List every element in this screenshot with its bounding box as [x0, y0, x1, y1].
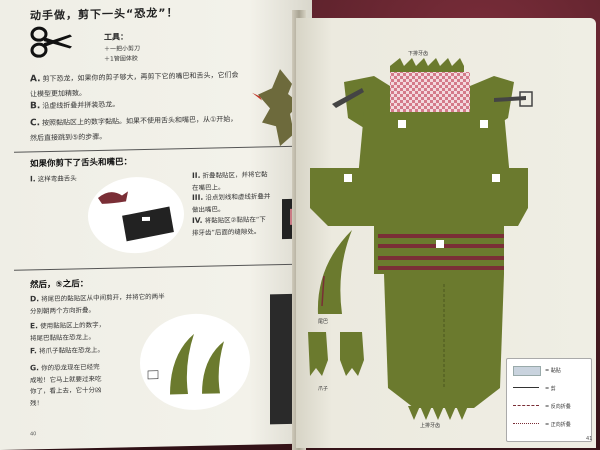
label-lower-teeth: 下排牙齿 [408, 51, 429, 57]
label-claws: 爪子 [318, 386, 329, 392]
step-d: D. 将尾巴的黏贴区从中间剪开，并将它的两半 分别朝两个方向折叠。 [30, 292, 165, 316]
step-e: E. 使用黏贴区上的数字， 将尾巴黏贴在恐龙上。 [30, 320, 106, 343]
valley-fold-swatch [513, 405, 539, 406]
tail-illustration [147, 333, 224, 395]
dinosaur-sketch [252, 69, 300, 147]
tool-item: ＋一把小剪刀 [104, 45, 141, 53]
tools-heading: 工具： [104, 32, 128, 42]
illustration-circle [88, 176, 184, 255]
mountain-fold-swatch [513, 423, 539, 424]
step-f: F. 将爪子黏贴在恐龙上。 [30, 345, 104, 356]
glue-swatch [513, 366, 541, 376]
fold-legend: = 黏贴 = 剪 = 反向折叠 = 正向折叠 [506, 358, 592, 442]
step-c: C.按照黏贴区上的数字黏贴。如果不使用舌头和嘴巴，从①开始， 然后直接跳到⑤的步… [30, 115, 238, 143]
left-page: 动手做，剪下一头“恐龙”！ 工具： ＋一把小剪刀 ＋1管固体胶 A.剪下恐龙，如… [0, 0, 312, 450]
step-i: I. 这样弯曲舌头 [30, 174, 77, 184]
tongue-illustration [98, 191, 174, 242]
right-page: 下排牙齿 [296, 18, 596, 448]
legend-row: = 黏贴 [513, 365, 589, 377]
step-iv: IV. 将黏贴区②黏贴在“下 排牙齿”后面的缝隙处。 [192, 215, 266, 237]
section-heading: 如果你剪下了舌头和嘴巴： [30, 157, 133, 170]
scissors-icon [30, 26, 72, 58]
section-heading: 然后，⑤之后： [30, 279, 89, 291]
illustration-circle [140, 312, 250, 412]
legend-row: = 剪 [513, 383, 589, 395]
legend-row: = 正向折叠 [513, 419, 589, 431]
legend-row: = 反向折叠 [513, 401, 589, 413]
step-g: G. 你的恐龙现在已经完 成啦！它马上就要过来吃 你了，看上去，它十分凶 残！ [30, 362, 102, 408]
page-title: 动手做，剪下一头“恐龙”！ [30, 6, 179, 23]
claws-cutout [308, 332, 364, 376]
tool-item: ＋1管固体胶 [104, 55, 138, 63]
cut-line-swatch [513, 387, 539, 388]
divider [14, 263, 304, 271]
page-number-left: 40 [30, 431, 37, 438]
tail-cutout [317, 230, 352, 314]
label-upper-teeth: 上排牙齿 [420, 423, 441, 429]
dinosaur-cutout [310, 58, 533, 420]
page-number-right: 41 [586, 436, 593, 442]
label-tail: 尾巴 [318, 319, 329, 325]
